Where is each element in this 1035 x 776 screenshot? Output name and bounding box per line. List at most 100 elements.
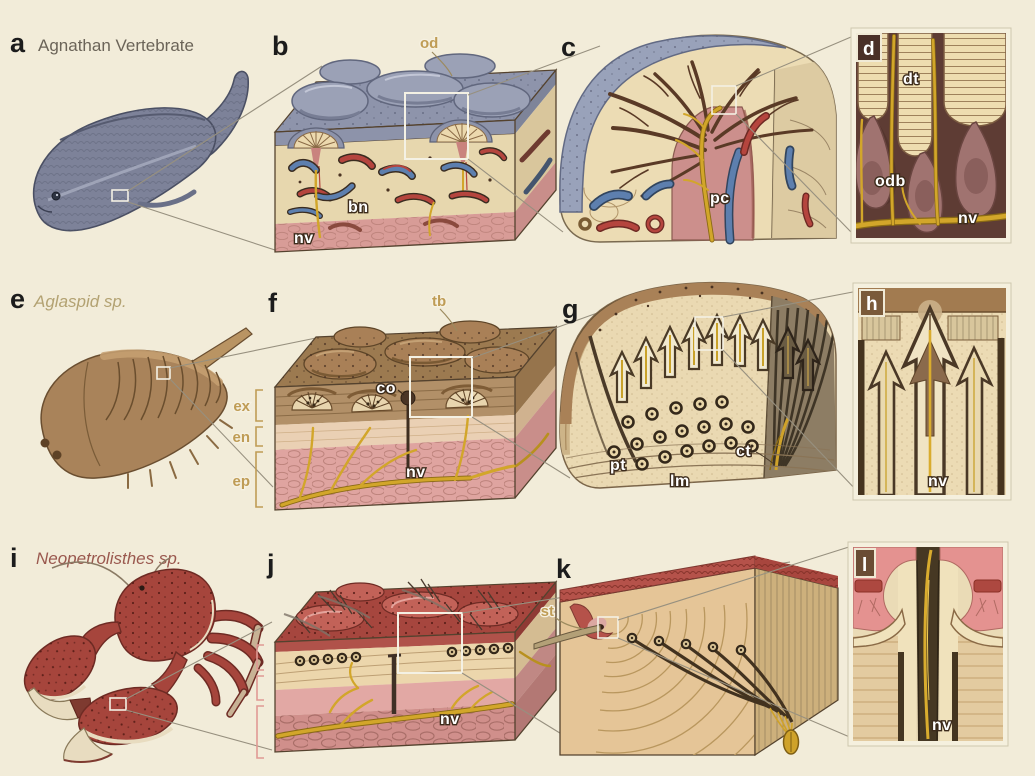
label-leader — [555, 617, 585, 630]
row-agnathan: a Agnathan Vertebrate b — [10, 27, 1012, 253]
panel-letter-j: j — [266, 549, 275, 579]
row-neopetrolisthes: i Neopetrolisthes sp. — [10, 541, 1009, 763]
aglaspid-eye — [52, 450, 62, 460]
canal-collar — [950, 607, 1003, 648]
panel-i-animal: i Neopetrolisthes sp. — [10, 543, 273, 763]
inset-letter-box — [854, 548, 876, 578]
odontode-domes — [291, 53, 531, 121]
panel-letter-h: h — [866, 294, 878, 315]
panel-a-animal: a Agnathan Vertebrate — [10, 28, 323, 251]
callout-box-b — [404, 92, 469, 160]
seta-pit — [533, 603, 614, 650]
label-nv: nv — [932, 717, 952, 734]
panel-letter-e: e — [10, 284, 25, 314]
seta — [533, 624, 602, 650]
pore-tubule — [588, 335, 638, 463]
inset-letter-box — [859, 289, 885, 317]
label-leader — [755, 451, 776, 466]
connector-line — [461, 672, 569, 739]
nerves — [275, 650, 552, 739]
panel-g-cutaway: g — [559, 281, 859, 493]
connector-line — [467, 158, 564, 233]
cone-organ — [400, 390, 416, 470]
connector-line — [467, 45, 601, 96]
label-en: en — [232, 429, 250, 446]
label-lm: lm — [670, 473, 690, 490]
odontode-cross-section — [429, 119, 493, 196]
agnathan-fish-illustration — [32, 70, 249, 232]
label-bn: bn — [348, 199, 369, 216]
callout-box-k — [597, 616, 619, 639]
panel-j-block: j — [256, 549, 791, 759]
row-aglaspid: e Aglaspid sp. f — [10, 281, 1012, 511]
flank-arrow — [867, 348, 906, 495]
panel-e-animal: e Aglaspid sp. — [10, 284, 317, 489]
layer-brackets-unlabeled — [256, 644, 264, 759]
label-pt: pt — [610, 457, 626, 474]
crab-legs — [193, 609, 264, 718]
label-odb: odb — [875, 173, 906, 190]
central-canal-arrow — [900, 303, 960, 495]
label-nv: nv — [440, 711, 460, 728]
panel-f-block: f — [231, 288, 601, 511]
label-tb: tb — [432, 293, 446, 310]
panel-letter-l: l — [862, 555, 867, 576]
connector-line — [471, 311, 601, 359]
panel-letter-b: b — [272, 31, 289, 61]
panel-h-inset: nv h — [852, 282, 1012, 501]
species-title-neopetrolisthes: Neopetrolisthes sp. — [36, 549, 182, 568]
label-ex: ex — [233, 398, 250, 415]
nerve-strand — [314, 169, 322, 239]
callout-box-aglaspid — [156, 366, 171, 380]
label-leader — [439, 308, 458, 332]
panel-letter-i: i — [10, 543, 18, 573]
growth-laminae — [591, 597, 755, 755]
panel-letter-k: k — [556, 554, 572, 584]
epidermis-nerves — [279, 414, 550, 508]
panel-letter-c: c — [561, 32, 576, 62]
inset-letter-box — [856, 33, 882, 62]
fish-eye — [51, 191, 61, 201]
label-od: od — [420, 35, 438, 52]
porcelain-crab-illustration — [23, 557, 264, 763]
label-leader — [431, 51, 453, 77]
label-dt: dt — [903, 71, 919, 88]
species-title-aglaspid: Aglaspid sp. — [33, 292, 127, 311]
callout-box-f — [409, 356, 473, 418]
callout-box-j — [397, 612, 463, 674]
label-nv: nv — [958, 210, 978, 227]
callout-box-c — [711, 85, 737, 115]
layer-brackets — [255, 389, 263, 508]
panel-letter-d: d — [863, 39, 875, 60]
connector-line — [617, 545, 853, 621]
species-title-agnathan: Agnathan Vertebrate — [38, 36, 194, 55]
sensilla-fans — [286, 384, 493, 413]
odontode-cross-section — [287, 127, 345, 192]
aglaspid-illustration — [40, 327, 253, 489]
callout-box-g — [694, 316, 724, 351]
connector-line — [127, 201, 276, 251]
connector-line — [735, 36, 852, 87]
connector-line — [722, 290, 859, 318]
nerve-strand — [428, 201, 435, 237]
connector-line — [125, 709, 273, 751]
callout-box-crab — [109, 697, 127, 711]
label-nv: nv — [294, 230, 314, 247]
inset-nerves — [856, 34, 1006, 230]
panel-l-inset: nv l — [847, 541, 1009, 747]
panel-letter-f: f — [268, 288, 278, 318]
label-ct: ct — [736, 443, 751, 460]
connector-line — [127, 65, 323, 192]
panel-k-cutaway: k st — [533, 545, 853, 757]
aglaspid-eye — [40, 438, 50, 448]
label-leader — [397, 389, 405, 396]
label-nv: nv — [928, 473, 948, 490]
panel-letter-g: g — [562, 294, 579, 324]
flank-arrow — [955, 344, 994, 495]
panel-letter-a: a — [10, 28, 26, 58]
label-nv: nv — [406, 464, 426, 481]
label-pc: pc — [710, 190, 730, 207]
canal-collar — [853, 607, 906, 648]
